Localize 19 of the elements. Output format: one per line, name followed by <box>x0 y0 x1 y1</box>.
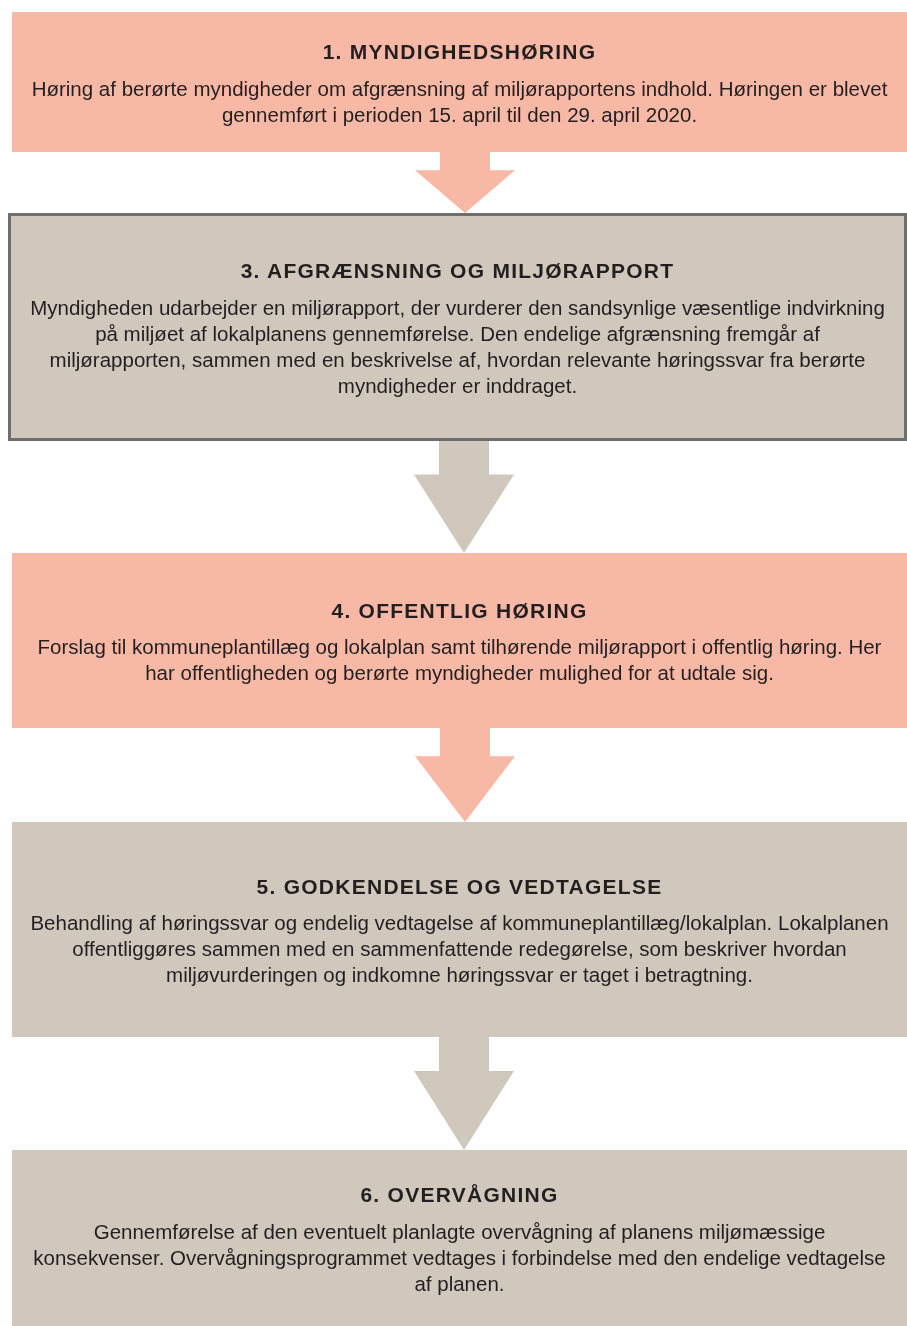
step-description: Høring af berørte myndigheder om afgrænsning af miljørapportens indhold. Høringen er blevet gennemført i perioden 15. april til den 29. april 2020. <box>30 75 889 128</box>
step-heading: 4. OFFENTLIG HØRING <box>331 597 588 624</box>
step-box <box>12 1150 907 1326</box>
step-heading: 1. MYNDIGHEDSHØRING <box>322 39 597 66</box>
block-arrow <box>415 152 515 213</box>
step-description: Behandling af høringssvar og endelig vedtagelse af kommuneplantillæg/lokalplan. Lokalplanen offentliggøres sammen med en sammenfattende redegørelse, som beskriver hvordan miljøvurderingen og indkomne høringssvar er taget i betragtning. <box>29 910 890 989</box>
step-box <box>12 12 907 152</box>
block-arrow <box>415 728 515 822</box>
step-box <box>12 822 907 1037</box>
block-arrow <box>414 1037 514 1150</box>
block-arrow <box>414 441 514 553</box>
step-heading: 3. AFGRÆNSNING OG MILJØRAPPORT <box>240 258 675 285</box>
step-heading: 6. OVERVÅGNING <box>360 1182 559 1209</box>
step-description: Myndigheden udarbejder en miljørapport, der vurderer den sandsynlige væsentlige indvirkning på miljøet af lokalplanens gennemførelse. Den endelige afgrænsning fremgår af miljørapporten, sammen med en beskrivelse af, hvordan relevante høringssvar fra berørte myndigheder er inddraget. <box>29 294 886 399</box>
step-heading: 5. GODKENDELSE OG VEDTAGELSE <box>256 873 663 900</box>
step-description: Forslag til kommuneplantillæg og lokalplan samt tilhørende miljørapport i offentlig høring. Her har offentligheden og berørte myndigheder mulighed for at udtale sig. <box>36 634 883 687</box>
step-box <box>8 213 907 441</box>
step-description: Gennemførelse af den eventuelt planlagte overvågning af planens miljømæssige konsekvenser. Overvågningsprogrammet vedtages i forbindelse med den endelige vedtagelse af planen. <box>32 1218 887 1297</box>
step-box <box>12 553 907 728</box>
